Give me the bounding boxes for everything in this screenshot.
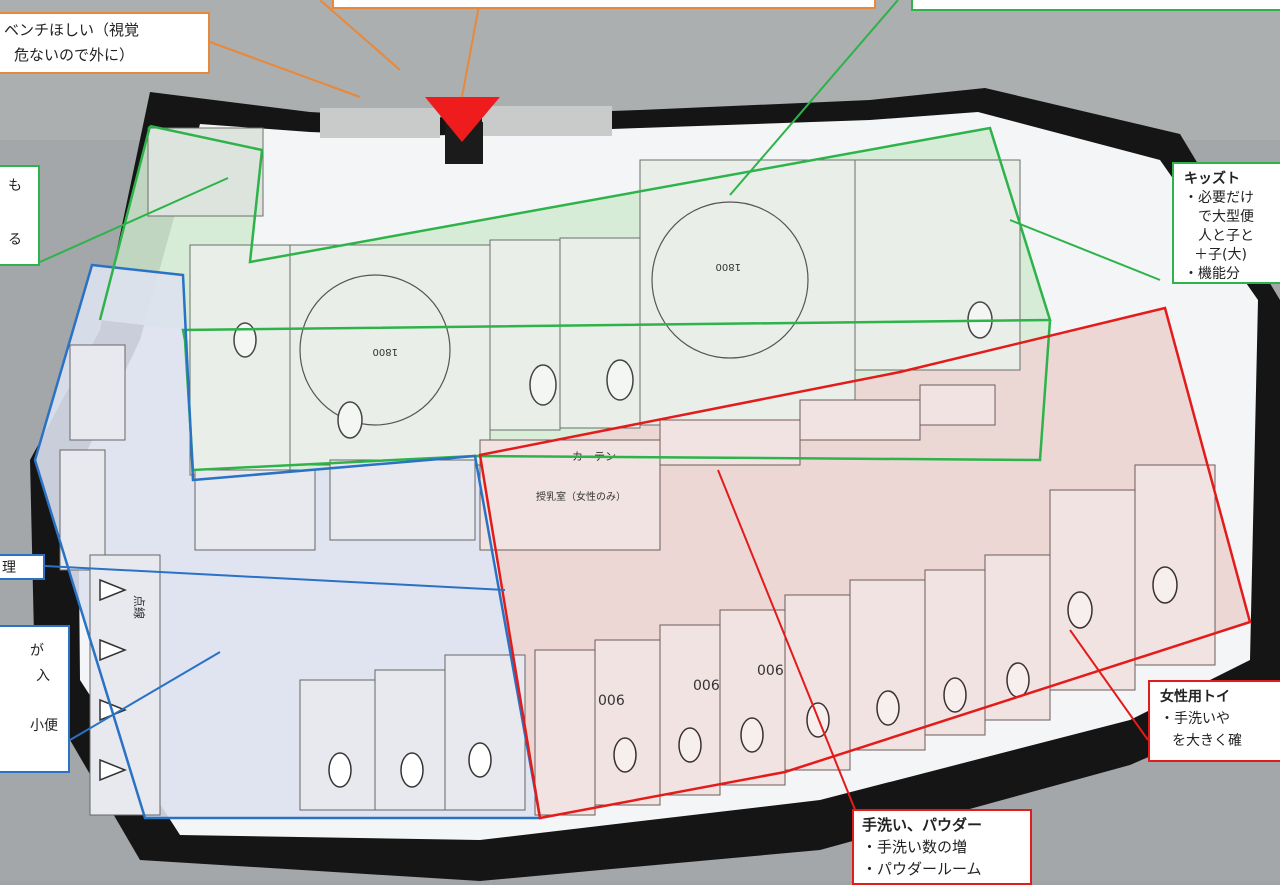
kids-callout-line-4: ＋子(大) bbox=[1194, 247, 1247, 263]
leader-womens bbox=[1069, 629, 1149, 741]
green-left-callout: も る bbox=[0, 165, 40, 266]
entrance-marker bbox=[425, 97, 500, 142]
kids-toilet-callout: キッズト ・必要だけ で大型便 人と子と ＋子(大) ・機能分 bbox=[1172, 162, 1280, 284]
leader-lines bbox=[39, 0, 1161, 823]
womens-callout-title: 女性用トイ bbox=[1160, 689, 1230, 705]
stall-number-a: 006 bbox=[598, 693, 625, 709]
kids-callout-title: キッズト bbox=[1184, 171, 1240, 187]
bench-callout-line-1: ベンチほしい（視覚 bbox=[4, 21, 140, 39]
green-left-line-3: る bbox=[8, 232, 22, 248]
blue-left-line-3 bbox=[2, 689, 60, 714]
leader-kids bbox=[1009, 219, 1161, 281]
leader-blue-small bbox=[44, 565, 506, 591]
blue-zone-urinals bbox=[99, 578, 492, 788]
green-zone-outline bbox=[149, 124, 1052, 472]
kids-callout-line-3: 人と子と bbox=[1198, 228, 1254, 244]
womens-toilet-callout: 女性用トイ ・手洗いや を大きく確 bbox=[1148, 680, 1280, 762]
leader-bench-2 bbox=[319, 0, 401, 71]
handwash-callout-line-1: ・手洗い数の増 bbox=[862, 838, 968, 856]
green-zone-circles bbox=[299, 201, 809, 426]
handwash-callout-title: 手洗い、パウダー bbox=[862, 816, 983, 834]
callout-top-orange bbox=[332, 0, 876, 9]
kids-callout-line-5: ・機能分 bbox=[1184, 266, 1240, 282]
blue-left-line-1: が bbox=[30, 643, 44, 659]
callout-top-green bbox=[911, 0, 1280, 11]
nursing-room-label: 授乳室（女性のみ） bbox=[536, 490, 626, 503]
green-left-line-2 bbox=[8, 200, 30, 227]
green-zone-toilets bbox=[233, 301, 993, 439]
leader-bench-1 bbox=[209, 41, 361, 98]
entrance-gap-right bbox=[482, 106, 612, 136]
handwash-callout-line-2: ・パウダールーム bbox=[862, 860, 982, 878]
stall-number-c: 006 bbox=[757, 663, 784, 679]
bench-callout: ベンチほしい（視覚 危ないので外に） bbox=[0, 12, 210, 74]
womens-callout-line-1: ・手洗いや bbox=[1160, 711, 1230, 727]
dimension-label-left: 1800 bbox=[373, 346, 398, 357]
leader-green-left bbox=[39, 177, 229, 263]
blue-zone-outline bbox=[33, 263, 542, 820]
dimension-label-right: 1800 bbox=[716, 261, 741, 272]
leader-green-top bbox=[729, 0, 899, 196]
blue-small-line: 理 bbox=[2, 560, 16, 576]
womens-callout-line-2: を大きく確 bbox=[1172, 733, 1242, 749]
red-zone-outline bbox=[478, 306, 1252, 820]
leader-entrance bbox=[461, 0, 481, 98]
leader-handwash bbox=[717, 469, 861, 823]
blue-left-line-4: 小便 bbox=[30, 718, 58, 734]
handwritten-note: 点線 bbox=[132, 595, 147, 619]
kids-callout-line-1: ・必要だけ bbox=[1184, 190, 1254, 206]
bench-callout-line-2: 危ないので外に） bbox=[14, 46, 135, 64]
stall-number-b: 006 bbox=[693, 678, 720, 694]
red-zone-stalls bbox=[479, 384, 1216, 816]
handwash-powder-callout: 手洗い、パウダー ・手洗い数の増 ・パウダールーム bbox=[852, 809, 1032, 885]
blue-left-line-2: 入 bbox=[36, 668, 50, 684]
green-left-line-1: も bbox=[8, 178, 22, 194]
leader-blue-left bbox=[69, 651, 221, 741]
blue-small-callout: 理 bbox=[0, 554, 45, 580]
entrance-gap-left bbox=[320, 108, 440, 138]
blue-left-callout: が 入 小便 bbox=[0, 625, 70, 773]
kids-callout-line-2: で大型便 bbox=[1198, 209, 1254, 225]
